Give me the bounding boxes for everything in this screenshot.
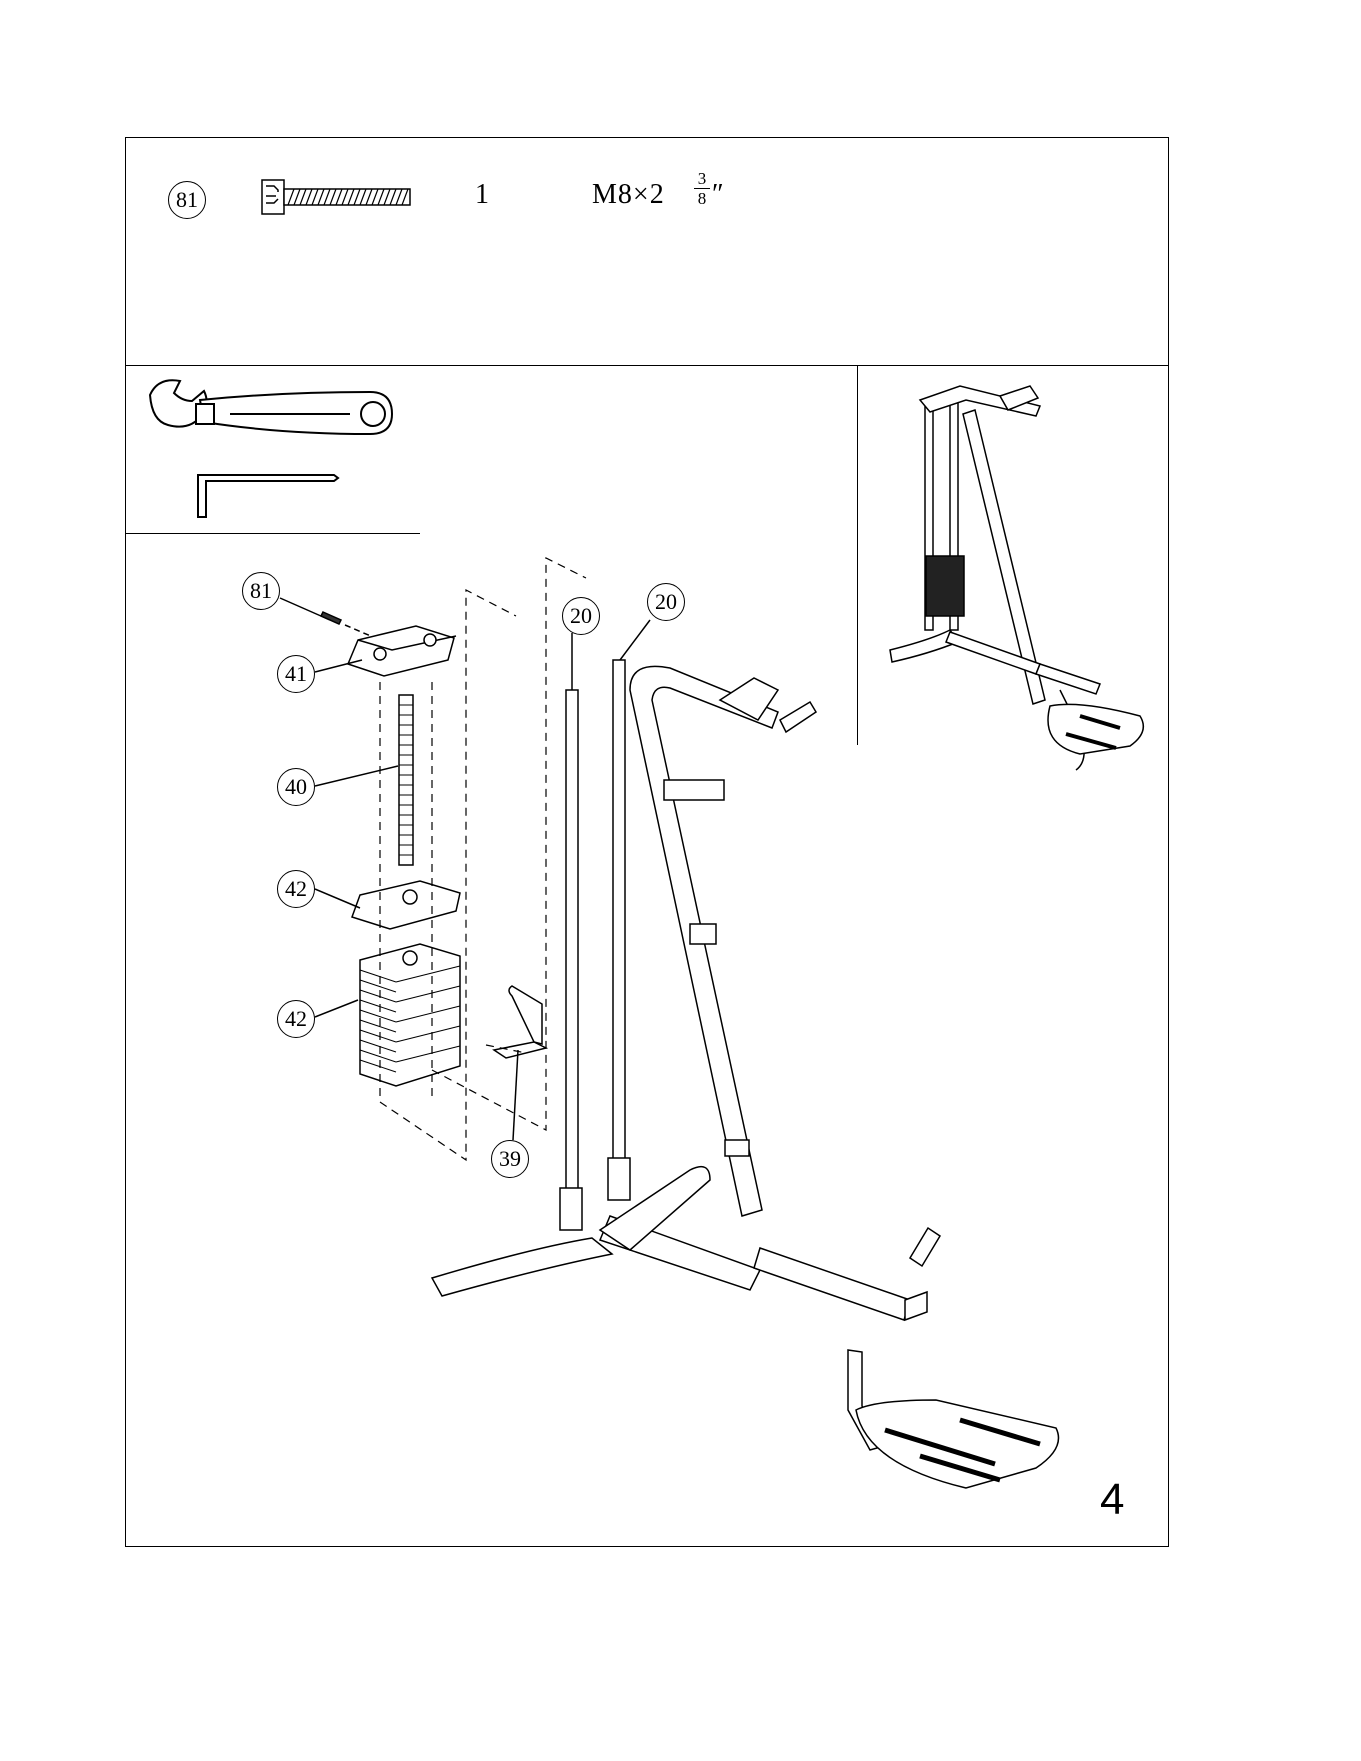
callout-part-20-right: 20 [647,583,685,621]
callout-part-39: 39 [491,1140,529,1178]
callout-part-41: 41 [277,655,315,693]
step-number: 4 [1100,1475,1124,1525]
callout-part-40: 40 [277,768,315,806]
tools-divider [125,533,420,534]
hardware-size-fraction: 3 8 [694,170,710,207]
fraction-denominator: 8 [694,190,710,207]
callout-part-42-top: 42 [277,870,315,908]
hardware-quantity: 1 [475,179,489,211]
callout-part-42-stack: 42 [277,1000,315,1038]
page-frame [125,137,1169,1547]
callout-part-20-left: 20 [562,597,600,635]
fraction-numerator: 3 [694,170,710,187]
hardware-size: M8×2 [592,179,665,211]
hardware-divider [125,365,1169,366]
hardware-part-callout: 81 [168,181,206,219]
hardware-size-unit: ″ [712,179,724,211]
callout-part-81: 81 [242,572,280,610]
inset-divider [857,365,858,745]
